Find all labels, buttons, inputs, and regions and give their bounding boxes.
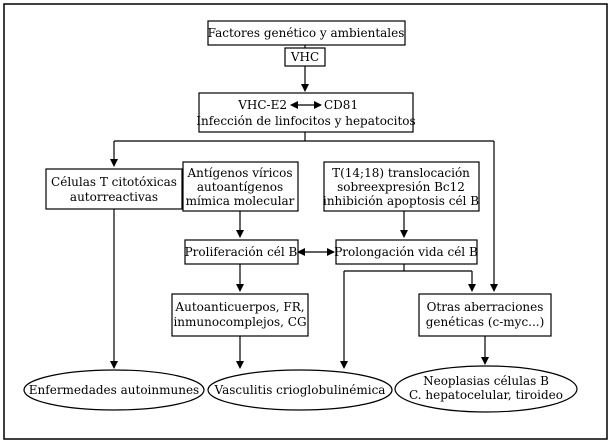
node-prolong-shape (335, 239, 478, 265)
node-tcells-line-2: autorreactivas (70, 190, 158, 204)
node-tcells-line-1: Células T citotóxicas (51, 175, 177, 189)
node-tcells: Células T citotóxicas autorreactivas (45, 168, 183, 210)
node-autoab: Autoanticuerpos, FR, inmunocomplejos, CG (171, 293, 309, 337)
node-translocation-line-1: T(14;18) translocación (332, 166, 470, 180)
node-infection-receptor-a: VHC-E2 (237, 98, 287, 112)
node-autoab-line-2: inmunocomplejos, CG (173, 315, 306, 329)
node-neoplasia-line-1: Neoplasias células B (423, 374, 549, 388)
node-antigens-line-1: Antígenos víricos (186, 166, 292, 180)
node-antigens-shape (182, 161, 299, 212)
node-factors-shape (207, 20, 406, 46)
node-factors-line-1: Factores genético y ambientales (208, 26, 405, 40)
node-aberr-line-2: genéticas (c-myc...) (426, 315, 545, 329)
node-infection-shape (198, 92, 414, 133)
node-vasculitis-shape (207, 369, 393, 411)
node-tcells-shape (45, 168, 183, 210)
connectors (110, 45, 498, 369)
node-prolong-label: Prolongación vida cél B (334, 245, 478, 259)
node-translocation-line-2: sobreexpresión Bc12 (337, 180, 465, 194)
node-autoab-shape (171, 293, 309, 337)
node-prolif-shape (184, 239, 299, 265)
node-vhc: VHC (284, 47, 326, 67)
node-infection: VHC-E2 CD81 Infección de linfocitos y he… (196, 92, 416, 133)
node-infection-receptor-b: CD81 (324, 98, 358, 112)
node-neoplasia-shape (394, 365, 578, 413)
node-prolif-label: Proliferación cél B (185, 245, 298, 259)
node-aberr: Otras aberraciones genéticas (c-myc...) (418, 293, 552, 337)
node-aberr-line-1: Otras aberraciones (427, 300, 544, 314)
node-autoimmune-label: Enfermedades autoinmunes (29, 383, 199, 397)
node-antigens: Antígenos víricos autoantígenos mímica m… (182, 161, 299, 212)
node-vhc-label: VHC (290, 50, 319, 64)
node-antigens-line-2: autoantígenos (197, 180, 283, 194)
node-vhc-shape (284, 47, 326, 67)
node-infection-line-2: Infección de linfocitos y hepatocitos (196, 114, 415, 128)
node-vasculitis: Vasculitis crioglobulinémica (207, 369, 393, 411)
node-translocation-shape (323, 161, 480, 212)
node-aberr-shape (418, 293, 552, 337)
node-neoplasia: Neoplasias células B C. hepatocelular, t… (394, 365, 578, 413)
node-autoimmune: Enfermedades autoinmunes (23, 369, 205, 411)
node-factors: Factores genético y ambientales (207, 20, 406, 46)
node-translocation: T(14;18) translocación sobreexpresión Bc… (323, 161, 480, 212)
outer-frame (3, 3, 608, 440)
node-translocation-line-3: inhibición apoptosis cél B (323, 194, 479, 208)
node-prolif: Proliferación cél B (184, 239, 299, 265)
node-prolong: Prolongación vida cél B (334, 239, 478, 265)
node-antigens-line-3: mímica molecular (186, 194, 295, 208)
node-autoimmune-shape (23, 369, 205, 411)
node-vasculitis-label: Vasculitis crioglobulinémica (214, 383, 386, 397)
node-autoab-line-1: Autoanticuerpos, FR, (174, 300, 304, 314)
node-neoplasia-line-2: C. hepatocelular, tiroideo (409, 388, 563, 402)
